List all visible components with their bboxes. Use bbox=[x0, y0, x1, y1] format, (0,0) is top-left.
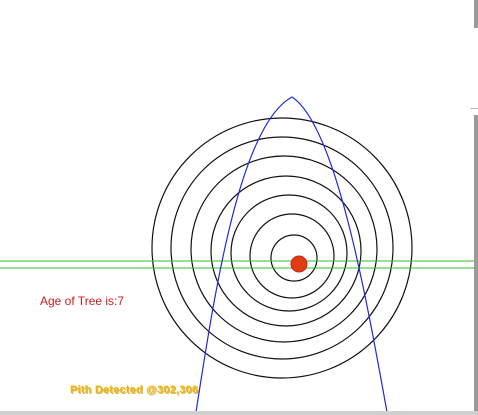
pith-label-shadow: Pith Detected @302,306 bbox=[71, 385, 200, 397]
window-edge-right bbox=[474, 115, 478, 415]
ring-2 bbox=[249, 213, 335, 299]
ring-5 bbox=[190, 155, 378, 343]
ring-7 bbox=[151, 117, 413, 379]
ring-4 bbox=[210, 175, 362, 327]
ring-3 bbox=[230, 194, 348, 312]
pith-marker bbox=[290, 255, 308, 273]
pith-label-text: Pith Detected @302,306 bbox=[70, 384, 199, 396]
window-edge-bottom bbox=[0, 411, 478, 415]
window-edge-mark bbox=[470, 108, 478, 109]
window-edge-top bbox=[474, 0, 478, 28]
tree-age-label: Age of Tree is:7 bbox=[40, 294, 125, 308]
fitted-parabola bbox=[195, 96, 388, 413]
growth-rings bbox=[151, 117, 413, 379]
pith-detected-label: Pith Detected @302,306 Pith Detected @30… bbox=[70, 384, 200, 397]
ring-6 bbox=[170, 136, 394, 360]
horizontal-guide-lines bbox=[0, 260, 474, 269]
ring-1 bbox=[270, 234, 318, 282]
